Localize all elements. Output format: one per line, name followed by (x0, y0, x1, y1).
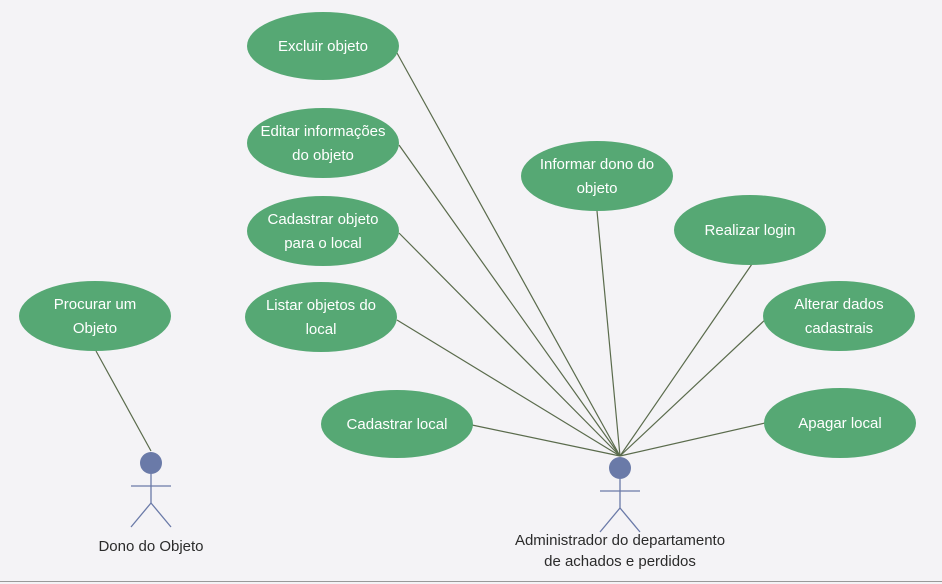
usecase-label: local (306, 321, 337, 338)
usecase-label: Listar objetos do (266, 297, 376, 314)
actor-left-leg (599, 507, 621, 533)
usecase-label: Cadastrar objeto (268, 211, 379, 228)
usecase-label: para o local (284, 235, 362, 252)
connector-realizar-login (619, 263, 753, 457)
usecase-ellipse (764, 388, 916, 458)
bottom-border (0, 581, 942, 582)
usecase-cadastrar-objeto[interactable]: Cadastrar objeto para o local (247, 196, 399, 266)
usecase-procurar-objeto[interactable]: Procurar um Objeto (19, 281, 171, 351)
actor-label: Administrador do departamento (515, 532, 725, 549)
actor-head (609, 457, 631, 479)
usecase-ellipse (763, 281, 915, 351)
actor-admin[interactable]: Administrador do departamento de achados … (515, 457, 725, 570)
usecase-label: Realizar login (705, 222, 796, 239)
actor-left-leg (130, 502, 152, 528)
actor-owner[interactable]: Dono do Objeto (98, 452, 204, 555)
actor-label: de achados e perdidos (544, 553, 696, 570)
usecase-ellipse (674, 195, 826, 265)
usecase-label: Excluir objeto (278, 38, 368, 55)
connector-cadastrar-local (471, 424, 621, 457)
connectors (95, 52, 768, 457)
usecase-label: Apagar local (798, 415, 881, 432)
usecase-ellipse (245, 282, 397, 352)
usecase-cadastrar-local[interactable]: Cadastrar local (321, 390, 473, 458)
usecase-label: Informar dono do (540, 156, 654, 173)
usecase-alterar-dados[interactable]: Alterar dados cadastrais (763, 281, 915, 351)
usecase-label: Procurar um (54, 296, 137, 313)
connector-cadastrar-objeto (398, 232, 621, 457)
usecase-label: Editar informações (260, 123, 385, 140)
actor-right-leg (150, 502, 172, 528)
usecase-informar-dono[interactable]: Informar dono do objeto (521, 141, 673, 211)
usecase-label: objeto (577, 180, 618, 197)
usecase-ellipse (521, 141, 673, 211)
actor-label: Dono do Objeto (98, 538, 203, 555)
connector-procurar-objeto (95, 350, 152, 452)
usecase-ellipse (247, 108, 399, 178)
connector-excluir-objeto (396, 52, 621, 457)
usecase-ellipse (321, 390, 473, 458)
connector-apagar-local (619, 422, 766, 457)
actor-right-leg (619, 507, 641, 533)
usecase-label: do objeto (292, 147, 354, 164)
usecase-listar-objetos[interactable]: Listar objetos do local (245, 282, 397, 352)
usecase-ellipse (247, 12, 399, 80)
connector-editar-informacoes (398, 144, 621, 457)
usecase-realizar-login[interactable]: Realizar login (674, 195, 826, 265)
usecase-ellipse (247, 196, 399, 266)
usecase-label: Objeto (73, 320, 117, 337)
connector-listar-objetos (396, 319, 621, 457)
connector-alterar-dados (619, 317, 768, 457)
usecase-editar-informacoes[interactable]: Editar informações do objeto (247, 108, 399, 178)
usecase-label: cadastrais (805, 320, 873, 337)
usecase-ellipse (19, 281, 171, 351)
usecase-excluir-objeto[interactable]: Excluir objeto (247, 12, 399, 80)
usecase-label: Alterar dados (794, 296, 883, 313)
connector-informar-dono (596, 210, 621, 457)
usecase-label: Cadastrar local (347, 416, 448, 433)
actor-head (140, 452, 162, 474)
usecase-apagar-local[interactable]: Apagar local (764, 388, 916, 458)
actors: Dono do Objeto Administrador do departame… (98, 452, 725, 570)
